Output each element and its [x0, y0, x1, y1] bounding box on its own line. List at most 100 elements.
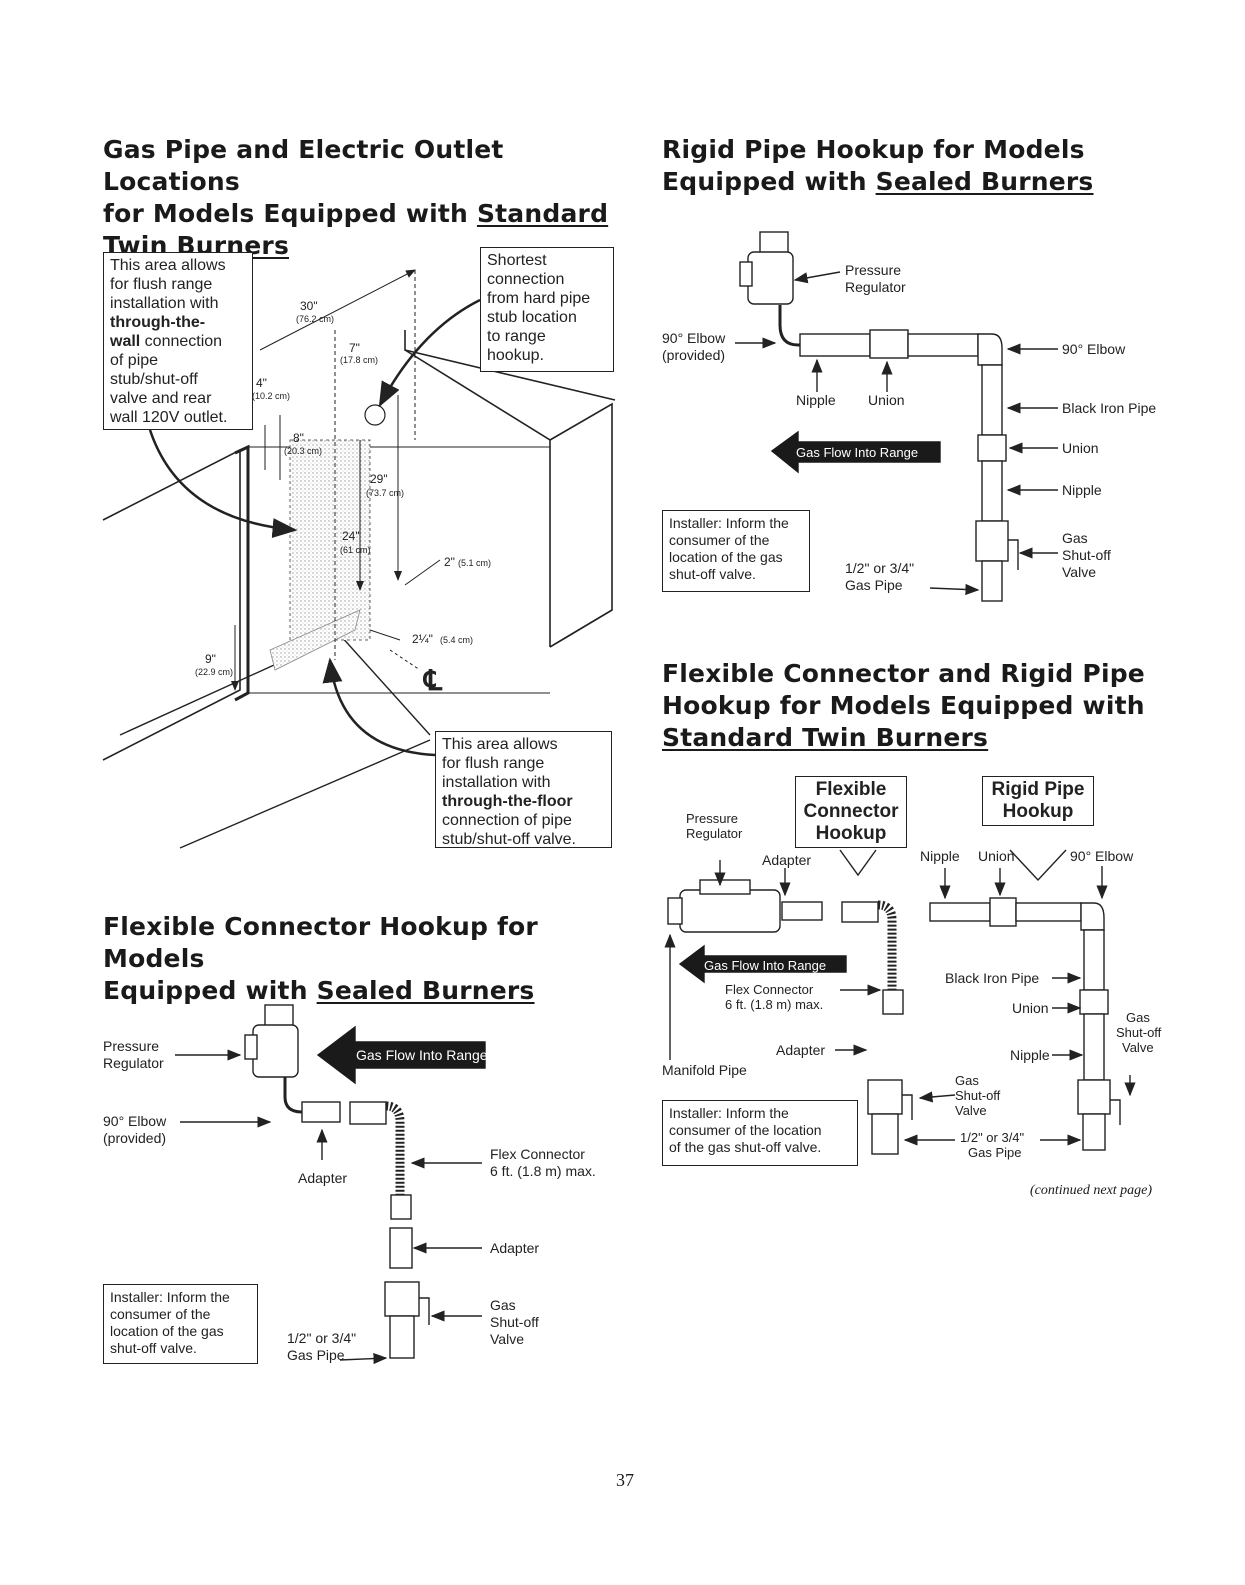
note-line: Installer: Inform the — [669, 515, 789, 531]
fr-union2-label: Union — [1012, 1000, 1049, 1016]
callout-line: through-the- — [110, 314, 206, 331]
floor-area-callout: This area allows for flush range install… — [435, 731, 612, 848]
label-line: Gas — [955, 1073, 979, 1088]
label-line: Pressure — [686, 811, 739, 826]
note-line: location of the gas — [110, 1323, 224, 1339]
dim-8-cm: (20.3 cm) — [284, 446, 323, 456]
dim-30: 30" — [300, 299, 318, 313]
note-line: of the gas shut-off valve. — [669, 1139, 822, 1155]
label-line: Pressure — [103, 1038, 160, 1054]
dim-29: 29" — [370, 472, 388, 486]
fs-pressure-regulator-label: Pressure Regulator — [103, 1038, 164, 1072]
fs-installer-note: Installer: Inform the consumer of the lo… — [103, 1284, 258, 1364]
callout-line: installation with — [110, 295, 219, 312]
callout-line: wall 120V outlet. — [110, 409, 228, 426]
label-line: Valve — [1062, 564, 1096, 580]
label-line: Valve — [490, 1331, 524, 1347]
fs-flex-connector-label: Flex Connector 6 ft. (1.8 m) max. — [490, 1146, 596, 1180]
note-line: consumer of the location — [669, 1122, 822, 1138]
note-line: consumer of the — [669, 532, 770, 548]
note-line: Installer: Inform the — [669, 1105, 789, 1121]
heading-rigid-sealed: Rigid Pipe Hookup for Models Equipped wi… — [662, 134, 1162, 198]
dim-30-cm: (76.2 cm) — [296, 314, 335, 324]
callout-line: for flush range — [442, 755, 545, 772]
heading-text: Equipped with — [662, 167, 876, 196]
label-line: 90° Elbow — [662, 330, 726, 346]
callout-line: Shortest — [487, 252, 547, 269]
heading-line: Equipped with Sealed Burners — [662, 166, 1162, 198]
callout-line: from hard pipe — [487, 290, 591, 307]
callout-line: hookup. — [487, 347, 544, 364]
callout-text: connection — [140, 333, 223, 350]
flex-rigid-diagram — [664, 849, 1136, 1155]
label-line: 1/2" or 3/4" — [845, 560, 915, 576]
note-line: location of the gas — [669, 549, 783, 565]
dim-24: 24" — [342, 529, 360, 543]
heading-underlined: Sealed Burners — [875, 167, 1094, 196]
continued-note: (continued next page) — [1030, 1183, 1153, 1198]
heading-flex-rigid-twin: Flexible Connector and Rigid Pipe Hookup… — [662, 658, 1162, 754]
label-line: (provided) — [103, 1130, 167, 1146]
note-line: shut-off valve. — [110, 1340, 197, 1356]
heading-line: Equipped with Sealed Burners — [103, 975, 643, 1007]
rigid-pressure-regulator-label: Pressure Regulator — [845, 262, 906, 296]
heading-underlined: Standard — [476, 199, 609, 228]
label-line: Flex Connector — [725, 982, 814, 997]
callout-bold: wall — [110, 333, 141, 350]
fr-manifold-label: Manifold Pipe — [662, 1062, 747, 1078]
callout-line: stub/shut-off — [110, 371, 198, 388]
rigid-pipe-hookup-tag: Rigid Pipe Hookup — [982, 776, 1094, 826]
label-line: Gas — [1126, 1010, 1150, 1025]
heading-line: Gas Pipe and Electric Outlet Locations — [103, 135, 504, 196]
fr-nipple-label: Nipple — [920, 848, 960, 864]
dim-2-quarter: 2¼" — [412, 632, 433, 646]
fr-pressure-regulator-label: Pressure Regulator — [686, 811, 742, 841]
dim-2: 2" — [444, 555, 455, 569]
label-line: Gas — [1062, 530, 1088, 546]
heading-underlined: Standard Twin Burners — [662, 723, 989, 752]
heading-line: Flexible Connector Hookup for Models — [103, 912, 538, 973]
label-line: 1/2" or 3/4" — [960, 1130, 1025, 1145]
label-line: Shut-off — [1116, 1025, 1162, 1040]
centerline-symbol: ℄ — [424, 665, 442, 696]
callout-line: of pipe — [110, 352, 159, 369]
dim-8: 8" — [293, 431, 304, 445]
label-line: Flex Connector — [490, 1146, 585, 1162]
callout-line: stub/shut-off valve. — [442, 831, 576, 848]
rigid-sealed-diagram — [735, 231, 1058, 602]
fs-adapter2-label: Adapter — [490, 1240, 540, 1256]
flow-label-rigid: Gas Flow Into Range — [796, 445, 919, 460]
rigid-union2-label: Union — [1062, 440, 1099, 456]
rigid-elbow-label: 90° Elbow — [1062, 341, 1126, 357]
label-line: Gas Pipe — [968, 1145, 1022, 1160]
heading-text: for Models Equipped with — [103, 199, 477, 228]
flow-label-flex-rigid: Gas Flow Into Range — [704, 958, 827, 973]
tag-line: Rigid Pipe — [991, 779, 1085, 800]
note-line: shut-off valve. — [669, 566, 756, 582]
rigid-black-iron-pipe-label: Black Iron Pipe — [1062, 400, 1157, 416]
label-line: Regulator — [103, 1055, 164, 1071]
tag-line: Hookup — [1002, 801, 1074, 822]
label-line: 90° Elbow — [103, 1113, 167, 1129]
rigid-gas-pipe-label: 1/2" or 3/4" Gas Pipe — [845, 560, 914, 594]
fs-shutoff-label: Gas Shut-off Valve — [490, 1297, 539, 1348]
rigid-elbow-provided-label: 90° Elbow (provided) — [662, 330, 725, 364]
label-line: 6 ft. (1.8 m) max. — [490, 1163, 596, 1179]
rigid-nipple2-label: Nipple — [1062, 482, 1102, 498]
dim-4: 4" — [256, 376, 267, 390]
label-line: Regulator — [686, 826, 743, 841]
label-line: Pressure — [845, 262, 902, 278]
fr-union-label: Union — [978, 848, 1015, 864]
heading-line: Rigid Pipe Hookup for Models — [662, 135, 1085, 164]
fr-installer-note: Installer: Inform the consumer of the lo… — [662, 1100, 858, 1166]
label-line: Shut-off — [1062, 547, 1111, 563]
note-line: consumer of the — [110, 1306, 211, 1322]
wall-area-callout: This area allows for flush range install… — [103, 252, 253, 430]
label-line: Gas — [490, 1297, 516, 1313]
flow-label-flex-sealed: Gas Flow Into Range — [356, 1047, 488, 1063]
callout-line: connection of pipe — [442, 812, 572, 829]
flexible-connector-hookup-tag: Flexible Connector Hookup — [795, 776, 907, 848]
callout-line: for flush range — [110, 276, 213, 293]
